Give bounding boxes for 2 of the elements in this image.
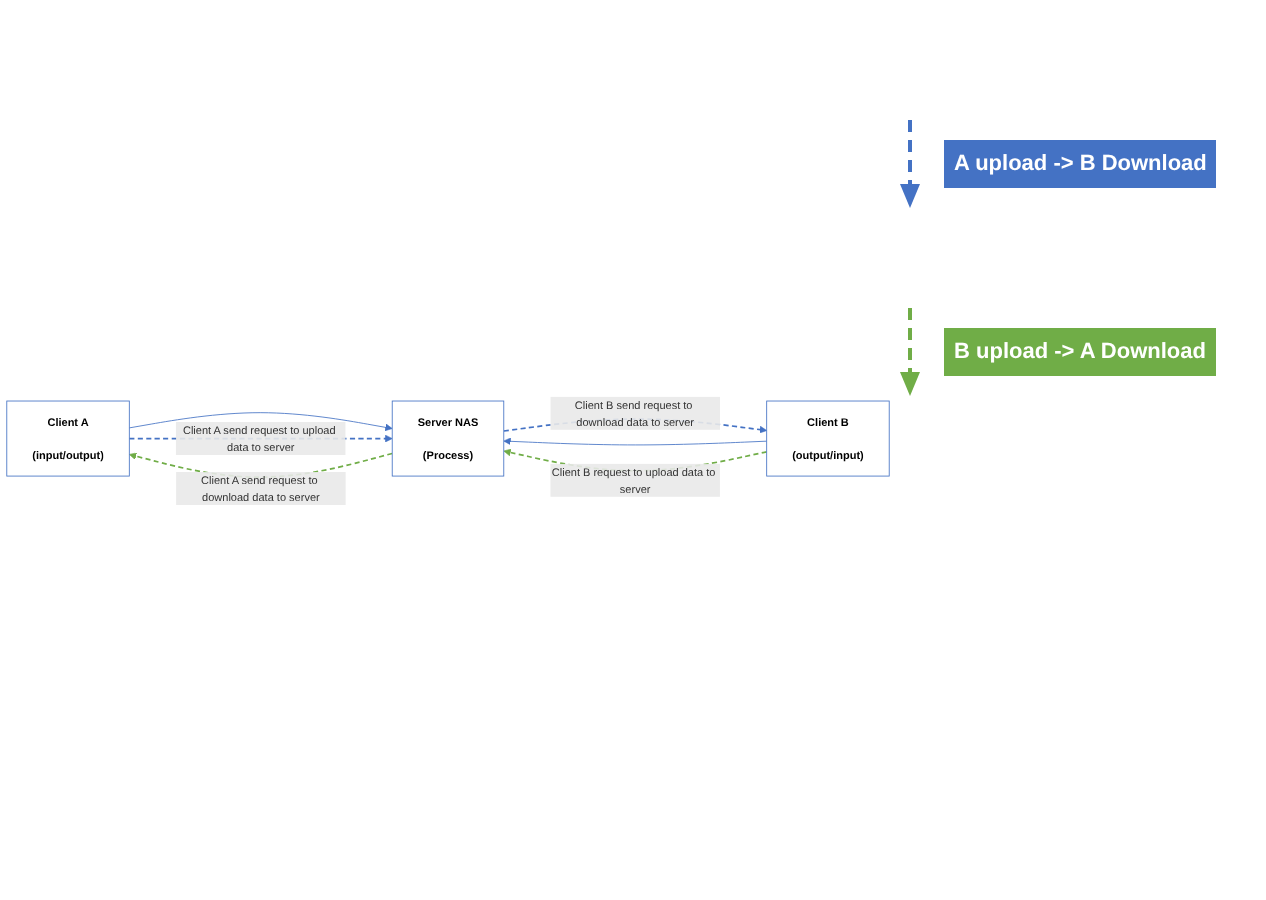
legend-item: B upload -> A Download — [944, 328, 1216, 376]
legend-item: A upload -> B Download — [944, 140, 1217, 188]
